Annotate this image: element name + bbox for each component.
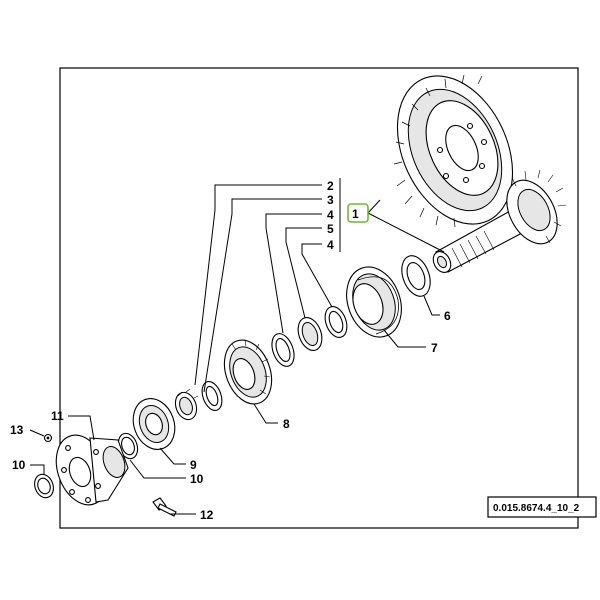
taper-bearing-7[interactable] (337, 259, 410, 344)
callout-2[interactable]: 2 (327, 179, 334, 193)
spacer-ring-a[interactable] (321, 304, 351, 341)
callout-5[interactable]: 5 (327, 222, 334, 236)
callout-9[interactable]: 9 (190, 458, 197, 472)
callout-1[interactable]: 1 (352, 207, 359, 221)
spacer-ring-c[interactable] (268, 331, 298, 370)
spacer-ring-b[interactable] (294, 314, 326, 353)
ring-gear[interactable] (375, 57, 535, 242)
callout-4a[interactable]: 4 (327, 208, 334, 222)
pinion-shaft[interactable] (430, 169, 568, 275)
callout-13[interactable]: 13 (10, 423, 24, 437)
callout-8[interactable]: 8 (283, 417, 290, 431)
oil-seal-cover[interactable] (126, 393, 181, 456)
callout-1-highlight (347, 203, 369, 223)
o-ring-10[interactable] (115, 431, 141, 462)
taper-bearing-8[interactable] (216, 333, 280, 410)
reference-code: 0.015.8674.4_10_2 (493, 503, 580, 514)
callout-12[interactable]: 12 (200, 508, 214, 522)
callout-6[interactable]: 6 (444, 309, 451, 323)
seal-ring[interactable] (198, 379, 225, 413)
castle-nut[interactable] (172, 388, 200, 423)
drive-flange[interactable] (47, 428, 129, 512)
callout-10-left[interactable]: 10 (12, 458, 26, 472)
callout-10-right[interactable]: 10 (190, 472, 204, 486)
leader-lines (29, 184, 445, 515)
callout-7[interactable]: 7 (431, 341, 438, 355)
grease-nipple[interactable] (43, 433, 53, 443)
reference-code-box (487, 496, 597, 518)
callout-3[interactable]: 3 (327, 193, 334, 207)
callout-11[interactable]: 11 (51, 409, 64, 423)
shim-washer[interactable] (397, 252, 436, 300)
bolt-12[interactable] (152, 497, 177, 517)
o-ring-10-left[interactable] (31, 472, 56, 501)
callout-4b[interactable]: 4 (327, 238, 334, 252)
